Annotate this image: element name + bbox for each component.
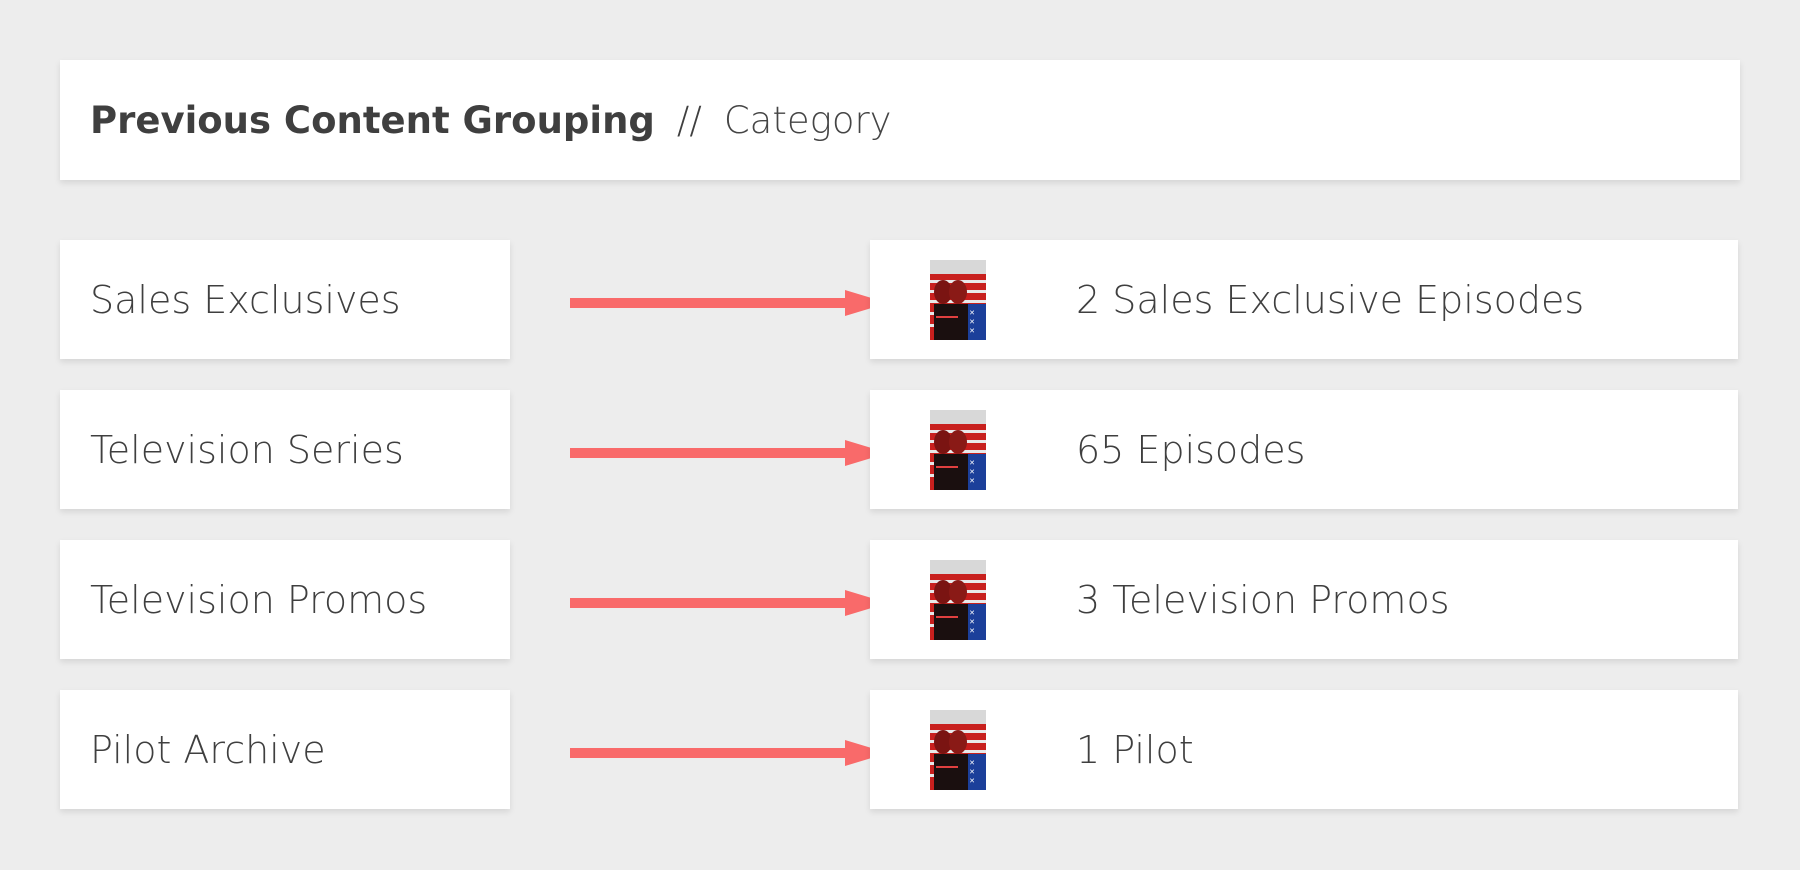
result-label: 2 Sales Exclusive Episodes: [1076, 277, 1585, 322]
result-card-pilot-archive[interactable]: 1 Pilot: [870, 690, 1738, 809]
poster-thumbnail-icon: [930, 260, 986, 340]
poster-thumbnail-icon: [930, 410, 986, 490]
result-label: 1 Pilot: [1076, 727, 1194, 772]
source-label: Television Promos: [90, 577, 428, 622]
poster-thumbnail-icon: [930, 560, 986, 640]
result-card-television-promos[interactable]: 3 Television Promos: [870, 540, 1738, 659]
source-label: Pilot Archive: [90, 727, 326, 772]
page-title: Previous Content Grouping: [90, 98, 655, 142]
source-card-sales-exclusives: Sales Exclusives: [60, 240, 510, 359]
result-label: 65 Episodes: [1076, 427, 1306, 472]
result-card-television-series[interactable]: 65 Episodes: [870, 390, 1738, 509]
mapping-arrow: [570, 290, 888, 316]
source-label: Television Series: [90, 427, 404, 472]
header-card: Previous Content Grouping // Category: [60, 60, 1740, 180]
source-card-pilot-archive: Pilot Archive: [60, 690, 510, 809]
source-card-television-promos: Television Promos: [60, 540, 510, 659]
mapping-arrow: [570, 590, 888, 616]
page-subtitle: Category: [723, 98, 892, 142]
result-card-sales-exclusives[interactable]: 2 Sales Exclusive Episodes: [870, 240, 1738, 359]
mapping-arrow: [570, 740, 888, 766]
mapping-arrow: [570, 440, 888, 466]
source-card-television-series: Television Series: [60, 390, 510, 509]
result-label: 3 Television Promos: [1076, 577, 1450, 622]
poster-thumbnail-icon: [930, 710, 986, 790]
title-separator: //: [676, 98, 702, 142]
source-label: Sales Exclusives: [90, 277, 401, 322]
